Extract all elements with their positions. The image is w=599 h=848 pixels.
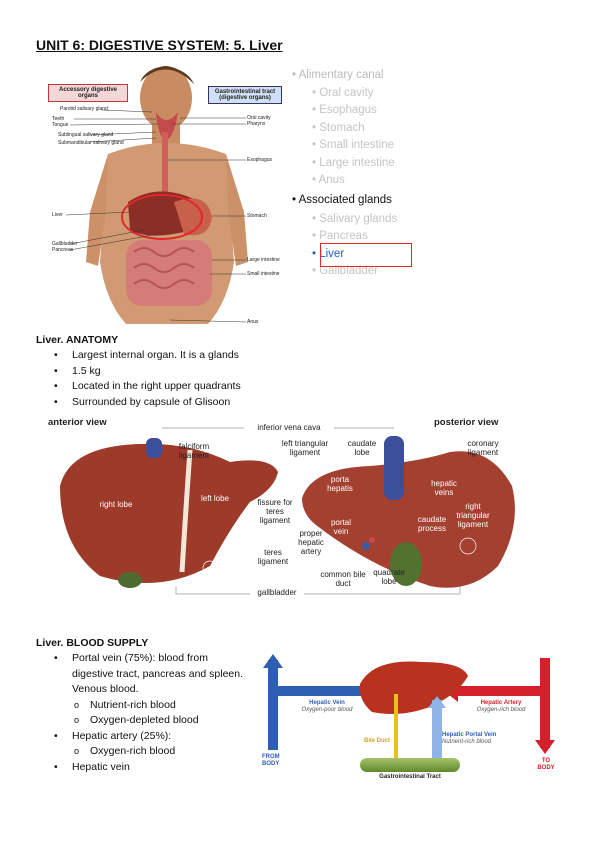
caudate-lobe-label: caudate lobe <box>347 439 377 457</box>
to-body-label: TO BODY <box>537 758 555 771</box>
outline-item-esophagus: • Esophagus <box>312 104 377 116</box>
ivc-label: inferior vena cava <box>244 423 334 432</box>
anatomy-heading: Liver. ANATOMY <box>36 334 119 346</box>
blood-supply-heading: Liver. BLOOD SUPPLY <box>36 637 149 649</box>
anterior-view-label: anterior view <box>48 417 107 428</box>
teres-ligament-label: teres ligament <box>257 548 289 566</box>
right-lobe-label: right lobe <box>99 500 133 509</box>
accessory-organs-box: Accessory digestive organs <box>48 84 128 102</box>
fissure-label: fissure for teres ligament <box>257 498 293 525</box>
gi-tract-label: Gastrointestinal Tract <box>379 774 441 780</box>
hepatic-vein-sub: Oxygen-poor blood <box>301 707 353 713</box>
outline-item-pancreas: • Pancreas <box>312 230 368 242</box>
hepatic-vein-title: Hepatic Vein <box>309 700 345 706</box>
label-small-intestine: Small intestine <box>247 271 280 277</box>
digestive-outline-list: • Alimentary canal • Oral cavity • Esoph… <box>290 66 430 286</box>
label-gallbladder: Gallbladder <box>52 241 78 247</box>
hepatic-veins-label: hepatic veins <box>431 479 457 497</box>
blood-sub-bullet: Oxygen-rich blood <box>36 744 246 760</box>
porta-hepatis-label: porta hepatis <box>327 475 353 493</box>
liver-blood-flow-diagram: Hepatic Vein Oxygen-poor blood Hepatic A… <box>262 654 560 784</box>
left-lobe-label: left lobe <box>200 494 230 503</box>
label-parotid: Parotid salivary gland <box>60 106 108 112</box>
outline-item-gallbladder: • Gallbladder <box>312 265 379 277</box>
hepatic-artery-sub: Oxygen-rich blood <box>476 707 526 713</box>
label-stomach: Stomach <box>247 213 267 219</box>
blood-flow-illustration <box>263 654 555 772</box>
blood-supply-bullets: Portal vein (75%): blood from digestive … <box>36 651 246 775</box>
hepatic-artery-title: Hepatic Artery <box>480 700 522 706</box>
label-liver: Liver <box>52 212 63 218</box>
portal-vein-sub: Nutrient-rich blood <box>442 739 492 745</box>
outline-item-salivary: • Salivary glands <box>312 213 398 225</box>
label-pancreas: Pancreas <box>52 247 74 253</box>
bile-duct-label: Bile Duct <box>364 738 391 744</box>
portal-vein-title: Hepatic Portal Vein <box>442 732 497 738</box>
digestive-body-illustration <box>65 66 248 324</box>
outline-item-oral: • Oral cavity <box>312 87 374 99</box>
blood-sub-bullet: Nutrient-rich blood <box>36 698 246 714</box>
blood-bullet-portal-vein: Portal vein (75%): blood from digestive … <box>36 651 246 698</box>
page-title: UNIT 6: DIGESTIVE SYSTEM: 5. Liver <box>36 37 283 53</box>
gi-tract-box: Gastrointestinal tract (digestive organs… <box>208 86 282 104</box>
posterior-view-label: posterior view <box>434 417 499 428</box>
from-body-label: FROM BODY <box>262 754 280 767</box>
left-triangular-label: left triangular ligament <box>281 439 329 457</box>
common-bile-duct-label: common bile duct <box>320 570 366 588</box>
outline-item-alimentary: • Alimentary canal <box>292 69 384 81</box>
blood-sub-bullet: Oxygen-depleted blood <box>36 713 246 729</box>
label-submandibular: Submandibular salivary gland <box>58 140 124 146</box>
label-pharynx: Pharynx <box>247 121 266 127</box>
outline-item-associated-glands: • Associated glands <box>292 194 392 206</box>
anatomy-bullets: Largest internal organ. It is a glands 1… <box>36 348 336 410</box>
blood-bullet-hepatic-artery: Hepatic artery (25%): <box>36 729 246 745</box>
label-teeth: Teeth <box>52 116 65 122</box>
outline-item-stomach: • Stomach <box>312 122 365 134</box>
label-esophagus: Esophagus <box>247 157 273 163</box>
outline-item-liver: • Liver <box>312 248 345 260</box>
label-sublingual: Sublingual salivary gland <box>58 132 114 138</box>
proper-hepatic-artery-label: proper hepatic artery <box>298 529 324 556</box>
anatomy-bullet: 1.5 kg <box>36 364 336 380</box>
outline-item-anus: • Anus <box>312 174 345 186</box>
digestive-system-figure: Accessory digestive organs Gastrointesti… <box>48 62 282 330</box>
label-anus: Anus <box>247 319 259 325</box>
liver-views-illustration <box>60 427 515 595</box>
anatomy-bullet: Located in the right upper quadrants <box>36 379 336 395</box>
label-tongue: Tongue <box>52 122 69 128</box>
portal-vein-label: portal vein <box>330 518 351 536</box>
coronary-label: coronary ligament <box>467 439 499 457</box>
liver-anatomy-figure: anterior view posterior view inferior ve… <box>48 416 520 612</box>
liver-highlight-box <box>320 243 412 267</box>
gallbladder-label: gallbladder <box>250 588 304 597</box>
blood-bullet-hepatic-vein: Hepatic vein <box>36 760 246 776</box>
outline-item-small-intestine: • Small intestine <box>312 139 395 151</box>
hepatic-artery-label: Hepatic Artery Oxygen-rich blood <box>466 700 536 714</box>
falciform-label: falciform ligament <box>178 442 210 460</box>
quadrate-lobe-label: quadrate lobe <box>373 568 405 586</box>
right-triangular-label: right triangular ligament <box>456 502 490 529</box>
label-large-intestine: Large intestine <box>247 257 280 263</box>
label-oral-cavity: Oral cavity <box>247 115 271 121</box>
portal-vein-label-box: Hepatic Portal Vein Nutrient-rich blood <box>442 732 522 746</box>
outline-item-large-intestine: • Large intestine <box>312 157 395 169</box>
caudate-process-label: caudate process <box>417 515 447 533</box>
anatomy-bullet: Surrounded by capsule of Glisoon <box>36 395 336 411</box>
hepatic-vein-label: Hepatic Vein Oxygen-poor blood <box>292 700 362 714</box>
anatomy-bullet: Largest internal organ. It is a glands <box>36 348 336 364</box>
